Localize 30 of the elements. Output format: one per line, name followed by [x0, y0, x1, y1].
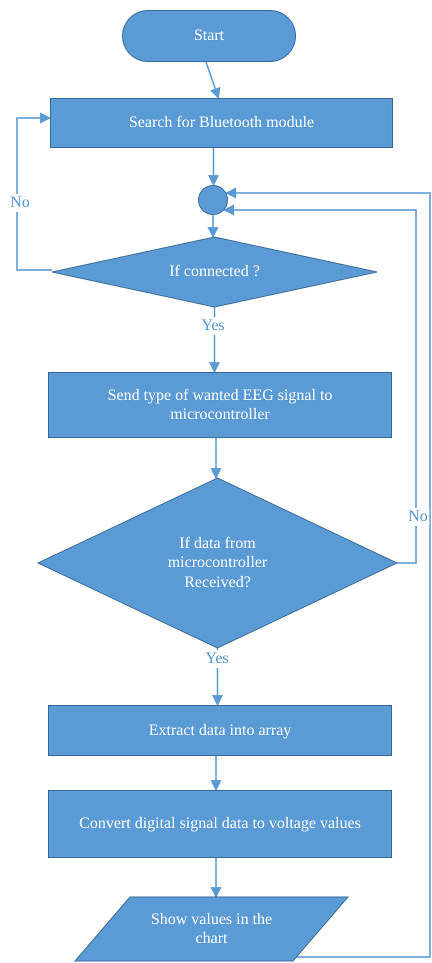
step-label: Start	[194, 26, 224, 46]
step-label: Search for Bluetooth module	[128, 113, 314, 133]
step-label: Extract data into array	[148, 720, 292, 740]
step-label: Show values in the chart	[150, 910, 274, 948]
data-parallelogram	[75, 897, 348, 961]
step-label: Convert digital signal data to voltage values	[79, 814, 361, 834]
arrow	[225, 188, 431, 958]
edge-label: Yes	[204, 650, 230, 668]
process-box	[48, 705, 392, 756]
process-box	[50, 98, 393, 148]
decision-diamond	[38, 478, 397, 648]
process-box	[48, 790, 392, 858]
arrow	[210, 756, 222, 792]
arrow	[223, 204, 417, 564]
edge-label: No	[9, 194, 31, 212]
decision-diamond	[52, 237, 377, 307]
arrow	[210, 858, 222, 898]
step-label: Send type of wanted EEG signal to microcontroller	[106, 386, 334, 424]
connector-circle	[198, 185, 228, 215]
arrow	[208, 148, 219, 186]
arrow	[16, 112, 52, 271]
arrow	[208, 215, 218, 238]
edge-label: Yes	[200, 317, 226, 335]
arrow	[210, 438, 222, 480]
process-box	[48, 372, 392, 438]
edge-label: No	[407, 508, 429, 526]
step-label: If data from microcontroller Received?	[166, 534, 268, 592]
step-label: If connected ?	[169, 262, 260, 282]
start-terminal	[122, 10, 296, 62]
arrow	[205, 62, 220, 100]
